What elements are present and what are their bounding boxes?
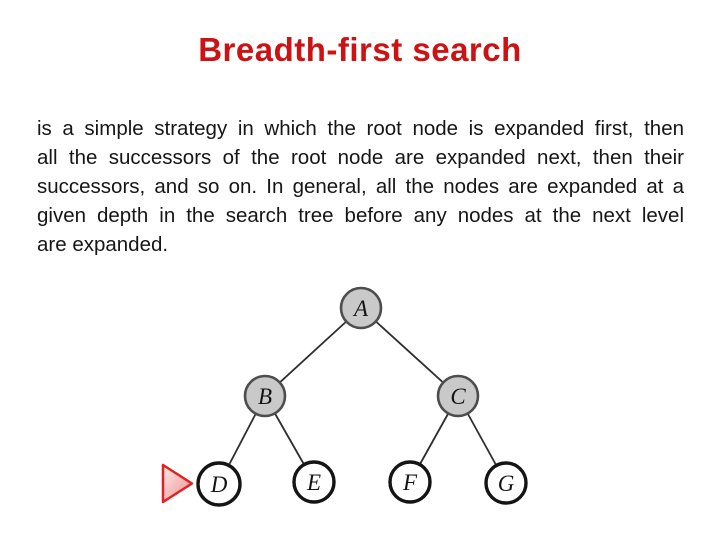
node-c-label: C [450, 384, 466, 409]
tree-node-c: C [436, 374, 480, 418]
node-e-circle [292, 460, 336, 504]
body-line-4: given depth in the search tree before an… [37, 204, 684, 227]
node-a-circle [339, 286, 383, 330]
node-a-label: A [352, 296, 369, 321]
body-line-2: all the successors of the root node are … [37, 146, 684, 169]
node-b-label: B [258, 384, 272, 409]
tree-node-d: D [196, 461, 242, 507]
body-line-1: is a simple strategy in which the root n… [37, 117, 684, 140]
tree-node-b: B [243, 374, 287, 418]
slide-title: Breadth-first search [198, 31, 522, 68]
tree-node-e: E [292, 460, 336, 504]
node-b-circle [243, 374, 287, 418]
edge-a-b [264, 307, 362, 397]
tree-node-f: F [388, 460, 432, 504]
tree-node-g: G [484, 461, 528, 505]
tree-node-a: A [339, 286, 383, 330]
slide-body-paragraph: is a simple strategy in which the root n… [37, 114, 684, 259]
node-c-circle [436, 374, 480, 418]
node-g-label: G [498, 471, 515, 496]
node-d-circle [196, 461, 242, 507]
frontier-pointer-arrow-icon [161, 463, 194, 504]
body-line-3: successors, and so on. In general, all t… [37, 175, 684, 198]
body-line-5: are expanded. [37, 233, 169, 256]
node-d-label: D [210, 472, 228, 497]
node-g-circle [484, 461, 528, 505]
edge-a-c [360, 307, 459, 397]
node-f-circle [388, 460, 432, 504]
node-e-label: E [306, 470, 321, 495]
node-f-label: F [402, 470, 418, 495]
